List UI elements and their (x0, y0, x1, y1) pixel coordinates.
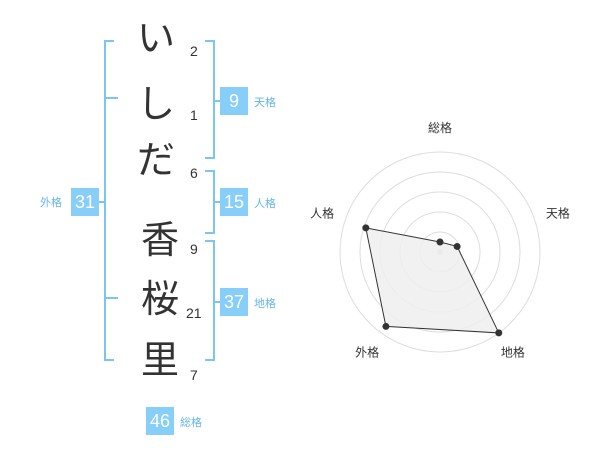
gaikaku-tick-2 (104, 297, 118, 299)
tenkaku-value: 9 (220, 87, 248, 115)
surname-char-2: し (136, 82, 175, 126)
radar-point-1 (453, 242, 461, 250)
chikaku-bracket (205, 240, 215, 361)
radar-points (362, 224, 503, 337)
radar-axis-label-1: 天格 (546, 206, 570, 221)
chikaku-value: 37 (220, 288, 248, 316)
name-breakdown: い 2 し 1 だ 6 香 9 桜 21 里 7 外格 31 9 天格 15 人… (40, 16, 276, 435)
chikaku-label: 地格 (254, 297, 276, 310)
soukaku-value: 46 (146, 407, 174, 435)
given-char-1: 香 (140, 218, 179, 262)
radar-point-4 (362, 224, 370, 232)
radar-ring-5 (339, 151, 541, 353)
tenkaku-connector (215, 100, 221, 102)
tenkaku-bracket (205, 40, 215, 159)
surname-char-1: い (136, 16, 175, 60)
jinkaku-bracket (205, 170, 215, 234)
gaikaku-tick-1 (104, 97, 118, 99)
surname-strokes-2: 1 (190, 107, 198, 123)
radar-axis-label-2: 地格 (501, 344, 525, 359)
radar-ring-4 (359, 171, 521, 333)
surname-strokes-3: 6 (190, 165, 198, 181)
radar-point-3 (382, 322, 390, 330)
gaikaku-label: 外格 (40, 196, 62, 209)
jinkaku-value: 15 (220, 188, 248, 216)
chikaku-connector (215, 301, 221, 303)
jinkaku-connector (215, 201, 221, 203)
gaikaku-bracket (104, 40, 114, 361)
tenkaku-label: 天格 (254, 96, 276, 109)
soukaku-label: 総格 (180, 416, 202, 429)
radar-point-2 (495, 329, 503, 337)
gaikaku-connector (95, 201, 104, 203)
given-strokes-2: 21 (186, 305, 202, 321)
given-strokes-1: 9 (190, 241, 198, 257)
given-strokes-3: 7 (190, 367, 198, 383)
jinkaku-label: 人格 (254, 197, 276, 210)
radar-axis-label-3: 外格 (355, 344, 379, 359)
radar-axis-label-0: 総格 (428, 120, 452, 135)
given-char-3: 里 (140, 338, 179, 382)
radar-point-0 (436, 238, 444, 246)
surname-strokes-1: 2 (190, 43, 198, 59)
gaikaku-value: 31 (71, 188, 99, 216)
radar-axis-label-4: 人格 (310, 206, 334, 221)
surname-char-3: だ (136, 138, 175, 182)
given-char-2: 桜 (140, 277, 179, 321)
